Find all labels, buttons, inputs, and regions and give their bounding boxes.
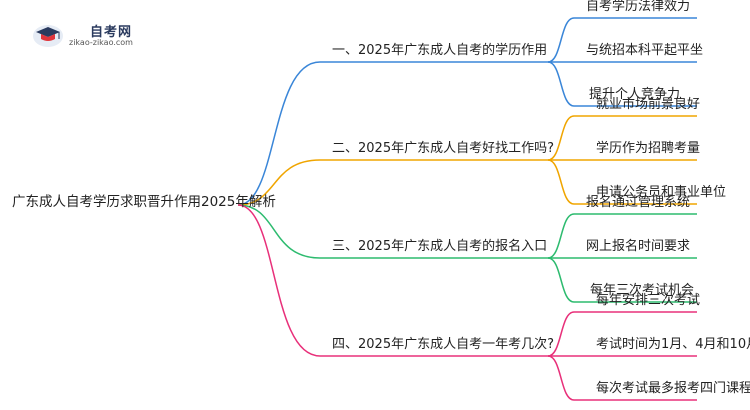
leaf-topic: 学历作为招聘考量 bbox=[596, 141, 701, 156]
leaf-topic: 提升个人竞争力 bbox=[589, 87, 681, 102]
leaf-topic: 与统招本科平起平坐 bbox=[586, 43, 704, 58]
leaf-connector bbox=[547, 257, 575, 303]
branch-topic: 四、2025年广东成人自考一年考几次? bbox=[332, 337, 554, 352]
branch-connector bbox=[237, 61, 321, 206]
branch-connector bbox=[237, 204, 321, 259]
leaf-topic: 考试时间为1月、4月和10月 bbox=[596, 337, 750, 352]
graduation-cap-icon bbox=[33, 25, 63, 47]
leaf-connector bbox=[547, 61, 575, 107]
leaf-connector bbox=[547, 213, 575, 259]
leaf-connector bbox=[547, 17, 575, 63]
leaf-connector bbox=[547, 159, 575, 205]
leaf-topic: 申请公务员和事业单位 bbox=[596, 185, 727, 200]
branch-topic: 二、2025年广东成人自考好找工作吗? bbox=[332, 141, 554, 156]
root-topic: 广东成人自考学历求职晋升作用2025年解析 bbox=[12, 194, 276, 210]
leaf-topic: 每次考试最多报考四门课程 bbox=[596, 381, 750, 396]
branch-topic: 三、2025年广东成人自考的报名入口 bbox=[332, 239, 548, 254]
leaf-topic: 网上报名时间要求 bbox=[586, 239, 691, 254]
logo: 自考网 zikao-zikao.com bbox=[32, 18, 142, 52]
leaf-topic: 每年三次考试机会 bbox=[590, 283, 695, 298]
leaf-topic: 每年安排三次考试 bbox=[596, 293, 701, 308]
branch-connector bbox=[237, 159, 321, 206]
logo-url: zikao-zikao.com bbox=[69, 38, 133, 47]
leaf-topic: 报名通过管理系统 bbox=[586, 195, 691, 210]
logo-title: 自考网 bbox=[90, 25, 133, 40]
leaf-connector bbox=[547, 311, 575, 357]
branch-topic: 一、2025年广东成人自考的学历作用 bbox=[332, 43, 548, 58]
leaf-connector bbox=[547, 355, 575, 401]
leaf-connector bbox=[547, 115, 575, 161]
leaf-topic: 自考学历法律效力 bbox=[586, 0, 691, 14]
leaf-topic: 就业市场前景良好 bbox=[596, 97, 701, 112]
branch-connector bbox=[237, 204, 321, 357]
